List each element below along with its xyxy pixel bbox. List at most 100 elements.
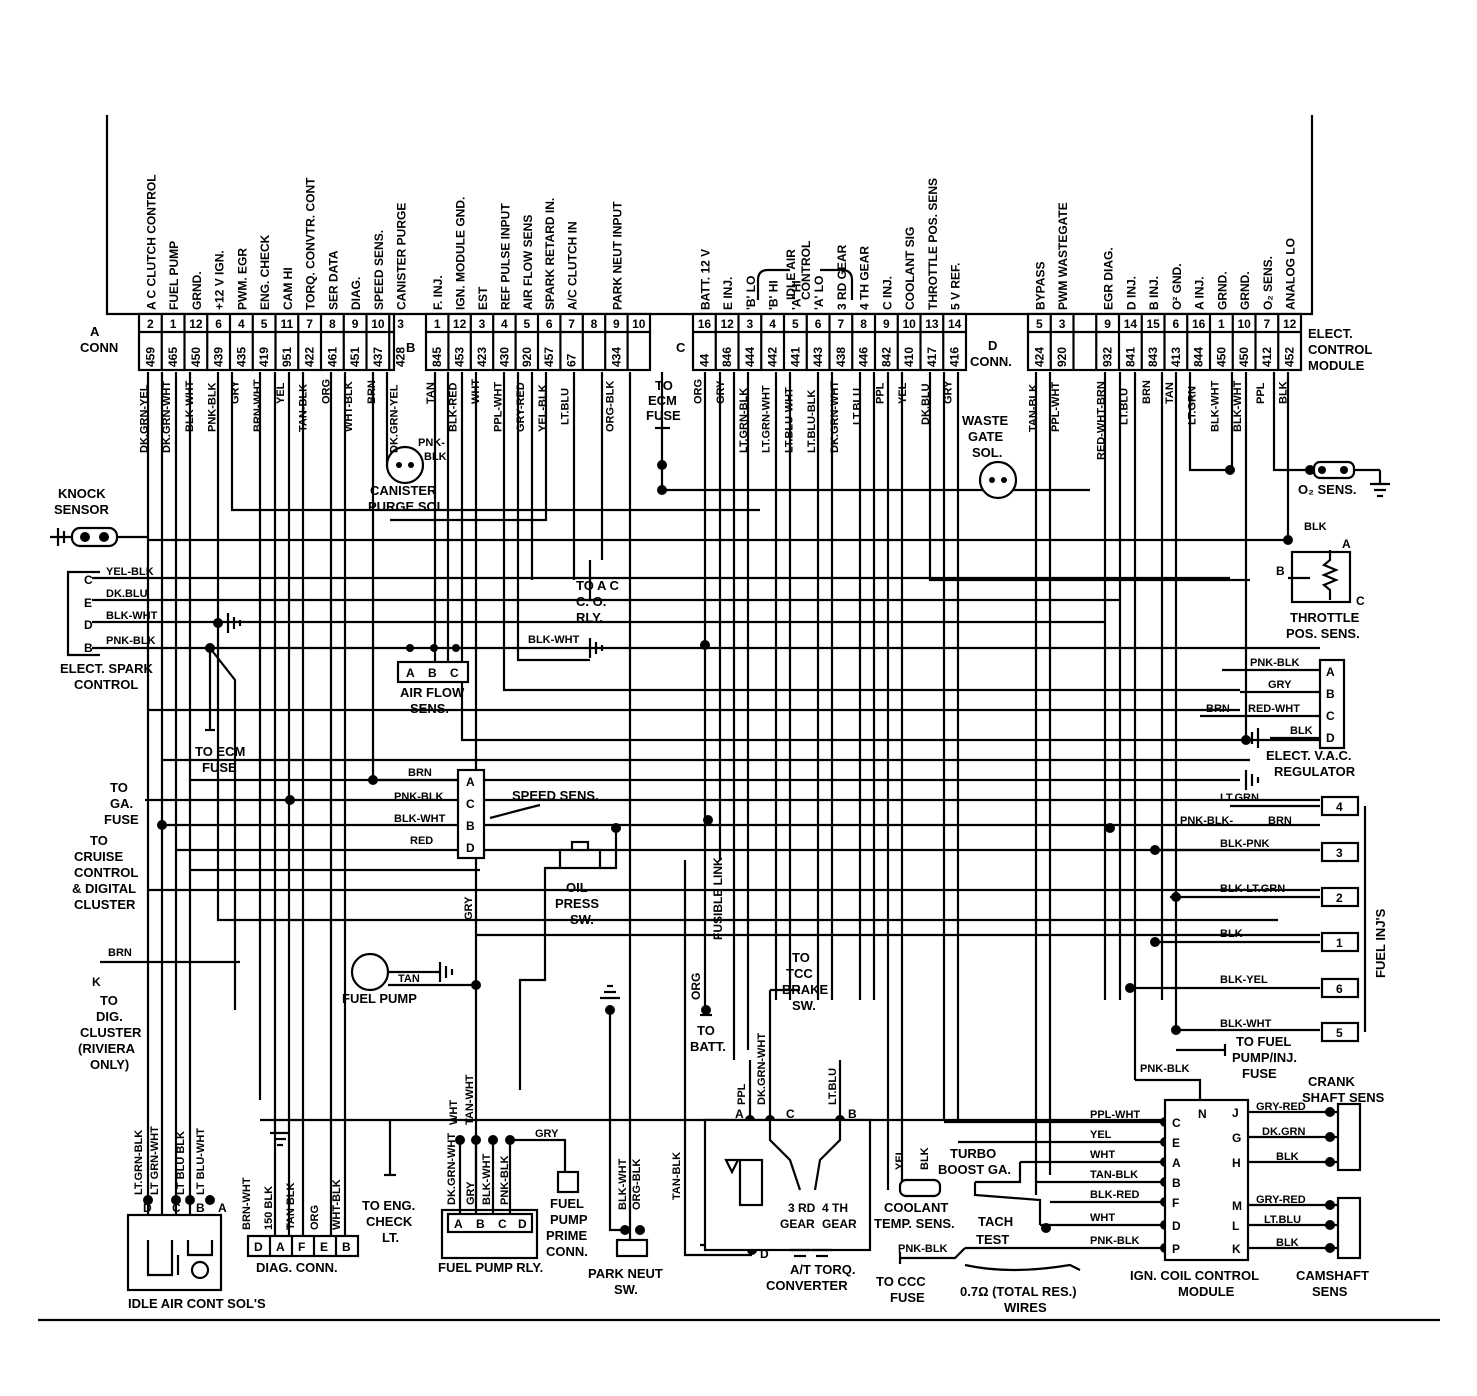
- pin-number: 6: [815, 317, 822, 331]
- wire-color: ORG: [692, 379, 704, 404]
- evr-pin-b: B: [1326, 687, 1335, 701]
- circuit-number: 844: [1192, 347, 1206, 367]
- wire-color: LT.BLU-BLK: [806, 390, 818, 453]
- circuit-number: 443: [811, 347, 825, 367]
- pin-function: GRND.: [1238, 271, 1252, 310]
- wire-color: BLK: [1278, 381, 1290, 404]
- wire-color: DK.GRN-YEL: [138, 384, 150, 453]
- to-batt-2: BATT.: [690, 1039, 726, 1054]
- pin-number: 3: [747, 317, 754, 331]
- css-label-2: SHAFT SENS: [1302, 1090, 1385, 1105]
- pin-function: GRND.: [190, 271, 204, 310]
- circuit-number: 423: [475, 347, 489, 367]
- ground-icon: [438, 962, 454, 982]
- speed-wire-b: BLK-WHT: [394, 813, 446, 825]
- camshaft-sens: GRY-RED LT.BLU BLK CAMSHAFT SENS: [1248, 1194, 1369, 1299]
- dig-cluster-4: (RIVIERA: [78, 1041, 136, 1056]
- circuit-number: 410: [902, 347, 916, 367]
- pin-number: 6: [1173, 317, 1180, 331]
- pns-wire-1: BLK-WHT: [617, 1158, 629, 1210]
- pin-function: THROTTLE POS. SENS: [926, 178, 940, 310]
- circuit-number: 451: [348, 347, 362, 367]
- wire-color: GRY: [715, 380, 727, 404]
- pin-number: 12: [720, 317, 734, 331]
- to-cruise-4: & DIGITAL: [72, 881, 136, 896]
- to-dig-cluster: BRN K TO DIG. CLUSTER (RIVIERA ONLY): [78, 947, 240, 1072]
- wire-color: LT.GRN: [1187, 386, 1199, 425]
- pin-function: 4 TH GEAR: [858, 246, 872, 310]
- iac-pin-a: A: [218, 1201, 227, 1215]
- wire-color: PPL: [874, 382, 886, 404]
- fpr-wire-a: DK.GRN-WHT: [446, 1133, 458, 1205]
- tfpif-1: TO FUEL: [1236, 1034, 1291, 1049]
- circuit-number: 920: [520, 347, 534, 367]
- diag-wire-f: TAN BLK: [285, 1182, 297, 1230]
- wire-color: PPL-WHT: [492, 382, 504, 432]
- to-ga-fuse-2: GA.: [110, 796, 133, 811]
- diag-conn: D A F E B BRN-WHT 150 BLK TAN BLK ORG WH…: [241, 1131, 360, 1275]
- circuit-number: 439: [212, 347, 226, 367]
- pin-number: 7: [568, 317, 575, 331]
- ground-icon: [226, 613, 242, 633]
- res-wires-2: WIRES: [1004, 1300, 1047, 1315]
- circuit-number: 44: [697, 353, 711, 367]
- tbg-1: TURBO: [950, 1146, 996, 1161]
- circuit-number: 846: [720, 347, 734, 367]
- icm-label-2: MODULE: [1178, 1284, 1235, 1299]
- tc-gear-1: 3 RD: [788, 1201, 816, 1215]
- pin-function: PWM WASTEGATE: [1056, 202, 1070, 310]
- pin-function: EGR DIAG.: [1102, 247, 1116, 310]
- icm-left-wire: PNK-BLK: [1090, 1235, 1140, 1247]
- circuit-number: 67: [565, 353, 579, 367]
- wire-color: ORG-BLK: [604, 381, 616, 432]
- pin-number: 7: [306, 317, 313, 331]
- ign-coil-control-module: IGN. COIL CONTROL MODULE N PNK-BLK CPPL-…: [1090, 1063, 1259, 1299]
- fpr-pin-c: C: [498, 1217, 507, 1231]
- pin-function: DIAG.: [349, 277, 363, 310]
- icm-right-pin: J: [1232, 1106, 1239, 1120]
- fuel-pump-wire: TAN: [398, 973, 420, 985]
- idle-air-control-label-1: IDLE AIR: [784, 249, 798, 300]
- pns-wire-2: ORG-BLK: [631, 1159, 643, 1210]
- evr-pin-c: C: [1326, 709, 1335, 723]
- circuit-number: 461: [325, 347, 339, 367]
- ccc-label-2: FUSE: [890, 1290, 925, 1305]
- pin-number: 16: [698, 317, 712, 331]
- afs-ground-wire: BLK-WHT: [528, 634, 580, 646]
- tps-label-1: THROTTLE: [1290, 610, 1360, 625]
- injector-wire: BLK-WHT: [1220, 1018, 1272, 1030]
- to-ecm-fuse-left: TO ECM FUSE: [195, 647, 245, 1010]
- pin-number: 10: [371, 317, 385, 331]
- fppc-label-2: PUMP: [550, 1212, 588, 1227]
- injector-connector: [1320, 977, 1360, 999]
- fpr-wire-d: PNK-BLK: [499, 1155, 511, 1205]
- cam-wire-2: LT.BLU: [1264, 1214, 1301, 1226]
- speed-sens: A C B D BRN PNK-BLK BLK-WHT RED SPEED SE…: [394, 767, 599, 860]
- diag-wire-e: ORG: [309, 1205, 321, 1230]
- diag-pin-b: B: [342, 1240, 351, 1254]
- fpr-label: FUEL PUMP RLY.: [438, 1260, 543, 1275]
- pin-number: 8: [591, 317, 598, 331]
- canister-wire-1: PNK-: [418, 437, 445, 449]
- pin-function: +12 V IGN.: [213, 250, 227, 310]
- pin-number: 11: [281, 317, 294, 331]
- injector-wire: BLK-LT.GRN: [1220, 883, 1285, 895]
- fpr-upper-wire-1: WHT: [448, 1100, 460, 1125]
- wire-color: GRY: [943, 380, 955, 404]
- injector-wire: BLK: [1220, 928, 1243, 940]
- conn-b-label: B: [406, 340, 415, 355]
- wire-color: DK.GRN-WHT: [829, 381, 841, 453]
- wire-color: WHT-BLK: [343, 381, 355, 432]
- oil-press-sw: OIL PRESS SW.: [518, 828, 618, 1090]
- ground-icon: [1244, 728, 1260, 748]
- tcc-1: TO: [792, 950, 810, 965]
- esc-pin-e: E: [84, 596, 92, 610]
- park-neut-sw: BLK-WHT ORG-BLK PARK NEUT SW.: [588, 984, 663, 1297]
- css-wire-1: GRY-RED: [1256, 1101, 1306, 1113]
- fuel-injs: 4LT.GRN3BLK-PNK2BLK-LT.GRN1BLK6BLK-YEL5B…: [1220, 792, 1360, 1043]
- pin-function: A INJ.: [1193, 276, 1207, 310]
- tps-wire: BLK: [1304, 521, 1327, 533]
- cam-wire-1: GRY-RED: [1256, 1194, 1306, 1206]
- oil-press-1: OIL: [566, 880, 588, 895]
- wire-color: ORG: [320, 379, 332, 404]
